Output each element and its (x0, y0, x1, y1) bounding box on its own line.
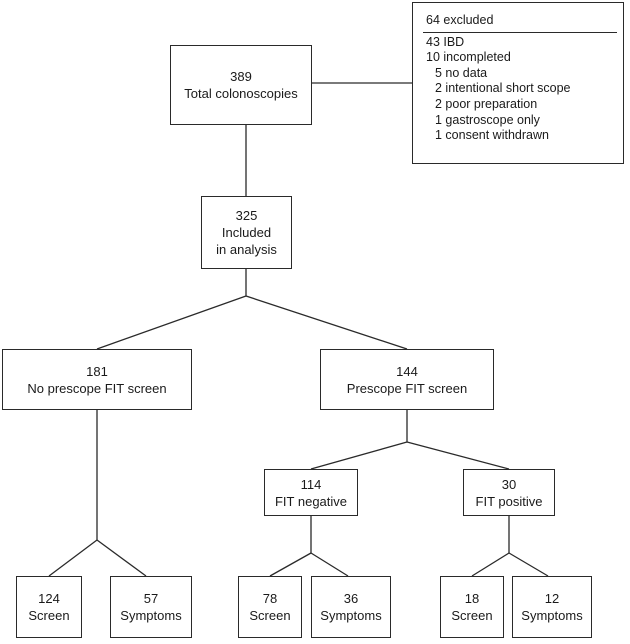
no-prescope-symptoms-box: 57 Symptoms (110, 576, 192, 638)
included-line2: in analysis (216, 242, 277, 257)
leaf-label: Symptoms (120, 608, 182, 623)
no-prescope-count: 181 (86, 363, 108, 379)
included-line1: Included (221, 225, 272, 240)
split-left-line (96, 295, 247, 350)
included-box: 325 Included in analysis (201, 196, 292, 269)
prescope-right-line (406, 441, 510, 470)
no-prescope-box: 181 No prescope FIT screen (2, 349, 192, 410)
leaf-count: 18 (464, 591, 480, 606)
fit-pos-right-line (508, 552, 549, 577)
excluded-divider (423, 31, 617, 33)
excluded-reason: 2 intentional short scope (435, 81, 571, 96)
fit-negative-count: 114 (300, 476, 322, 492)
fit-positive-label: FIT positive (475, 493, 543, 509)
fit-positive-count: 30 (501, 476, 517, 492)
no-prescope-label: No prescope FIT screen (27, 380, 167, 396)
leaf-count: 57 (143, 591, 159, 606)
fit-negative-box: 114 FIT negative (264, 469, 358, 516)
prescope-label: Prescope FIT screen (346, 380, 468, 396)
prescope-count: 144 (396, 363, 418, 379)
prescope-left-line (310, 441, 408, 470)
fit-pos-left-line (471, 552, 510, 577)
fit-neg-screen-box: 78 Screen (238, 576, 302, 638)
fit-pos-screen-box: 18 Screen (440, 576, 504, 638)
total-colonoscopies-box: 389 Total colonoscopies (170, 45, 312, 125)
included-count: 325 (235, 208, 258, 223)
fit-negative-label: FIT negative (274, 493, 348, 509)
leaf-label: Screen (28, 608, 70, 623)
total-label: Total colonoscopies (184, 86, 298, 101)
excluded-reason: 43 IBD (426, 34, 465, 49)
fit-neg-left-line (269, 552, 312, 577)
excluded-reason: 1 consent withdrawn (435, 128, 549, 143)
excluded-reason: 2 poor preparation (435, 96, 538, 111)
total-count: 389 (230, 69, 252, 84)
leaf-label: Screen (249, 608, 291, 623)
leaf-label: Symptoms (320, 608, 382, 623)
fit-positive-box: 30 FIT positive (463, 469, 555, 516)
split-right-line (245, 295, 408, 350)
no-prescope-left-line (48, 539, 98, 577)
leaf-count: 36 (343, 591, 359, 606)
prescope-box: 144 Prescope FIT screen (320, 349, 494, 410)
leaf-label: Screen (451, 608, 493, 623)
fit-pos-symptoms-box: 12 Symptoms (512, 576, 592, 638)
excluded-reason: 1 gastroscope only (435, 112, 540, 127)
excluded-reason: 5 no data (435, 65, 488, 80)
leaf-label: Symptoms (521, 608, 583, 623)
excluded-reason: 10 incompleted (426, 50, 511, 65)
excluded-title: 64 excluded (426, 13, 494, 27)
fit-neg-symptoms-box: 36 Symptoms (311, 576, 391, 638)
leaf-count: 12 (544, 591, 560, 606)
leaf-count: 78 (262, 591, 278, 606)
no-prescope-right-line (96, 539, 147, 577)
leaf-count: 124 (38, 591, 60, 606)
fit-neg-right-line (310, 552, 349, 577)
no-prescope-screen-box: 124 Screen (16, 576, 82, 638)
